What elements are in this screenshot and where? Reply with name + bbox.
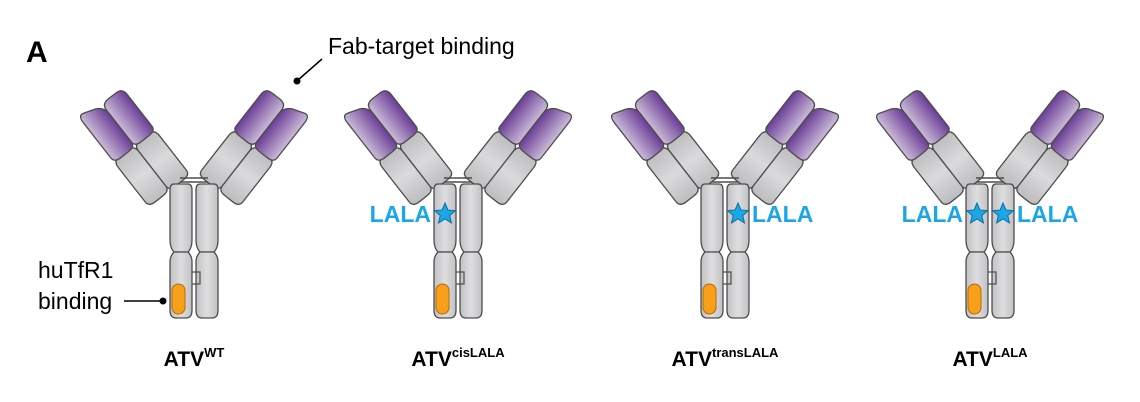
construct-label: ATVLALA: [952, 345, 1028, 371]
left-fab-arm: [875, 90, 985, 205]
tfr-leader-dot: [159, 297, 167, 305]
right-arm-light-variable-domain: [254, 107, 309, 161]
right-ch3-domain: [459, 251, 483, 319]
construct-label-base: ATV: [672, 348, 712, 371]
antibody-0: ATVWT: [79, 90, 309, 371]
construct-label-superscript: LALA: [993, 345, 1028, 360]
lala-label-right: LALA: [752, 201, 813, 227]
left-ch2-domain: [700, 183, 724, 253]
tfr-binding-site: [967, 283, 982, 315]
right-fab-arm: [199, 90, 309, 205]
construct-label: ATVWT: [164, 345, 225, 371]
lala-star-icon: [965, 201, 989, 224]
construct-label-superscript: cisLALA: [452, 345, 505, 360]
right-ch3-domain: [726, 251, 750, 319]
left-ch2-domain: [169, 183, 193, 253]
construct-label-superscript: transLALA: [712, 345, 779, 360]
right-ch2-domain: [195, 183, 219, 253]
right-ch2-domain: [459, 183, 483, 253]
left-fab-arm: [79, 90, 189, 205]
right-ch3-domain: [195, 251, 219, 319]
left-arm-light-variable-domain: [343, 107, 398, 161]
left-arm-light-variable-domain: [875, 107, 930, 161]
right-arm-light-variable-domain: [785, 107, 840, 161]
lala-label-left: LALA: [902, 201, 963, 227]
right-ch3-domain: [991, 251, 1015, 319]
tfr-binding-site: [171, 283, 186, 315]
left-fab-arm: [610, 90, 720, 205]
construct-label-base: ATV: [952, 348, 992, 371]
lala-star-icon: [433, 201, 457, 224]
right-arm-light-variable-domain: [518, 107, 573, 161]
knob-hole-notch: [723, 271, 732, 285]
panel-letter: A: [26, 36, 48, 69]
knob-hole-notch: [988, 271, 997, 285]
left-arm-light-variable-domain: [610, 107, 665, 161]
lala-label-right: LALA: [1017, 201, 1078, 227]
knob-hole-notch: [192, 271, 201, 285]
tfr-callout-line1: huTfR1: [38, 257, 113, 283]
lala-label-left: LALA: [370, 201, 431, 227]
lala-star-icon: [726, 201, 750, 224]
construct-label-superscript: WT: [204, 345, 224, 360]
construct-label-base: ATV: [164, 348, 204, 371]
construct-label: ATVtransLALA: [672, 345, 780, 371]
right-fab-arm: [730, 90, 840, 205]
lala-star-icon: [991, 201, 1015, 224]
fab-target-leader-line: [297, 58, 323, 81]
fab-target-callout: Fab-target binding: [328, 33, 515, 59]
right-fab-arm: [463, 90, 573, 205]
tfr-callout-line2: binding: [38, 288, 112, 314]
left-arm-light-variable-domain: [79, 107, 134, 161]
construct-label-base: ATV: [411, 348, 451, 371]
fab-target-leader-dot: [293, 77, 301, 85]
right-arm-light-variable-domain: [1050, 107, 1105, 161]
right-fab-arm: [995, 90, 1105, 205]
antibody-1: LALA ATVcisLALA: [343, 90, 573, 371]
knob-hole-notch: [456, 271, 465, 285]
construct-label: ATVcisLALA: [411, 345, 505, 371]
antibody-2: LALA ATVtransLALA: [610, 90, 840, 371]
tfr-binding-site: [702, 283, 717, 315]
tfr-binding-site: [435, 283, 450, 315]
